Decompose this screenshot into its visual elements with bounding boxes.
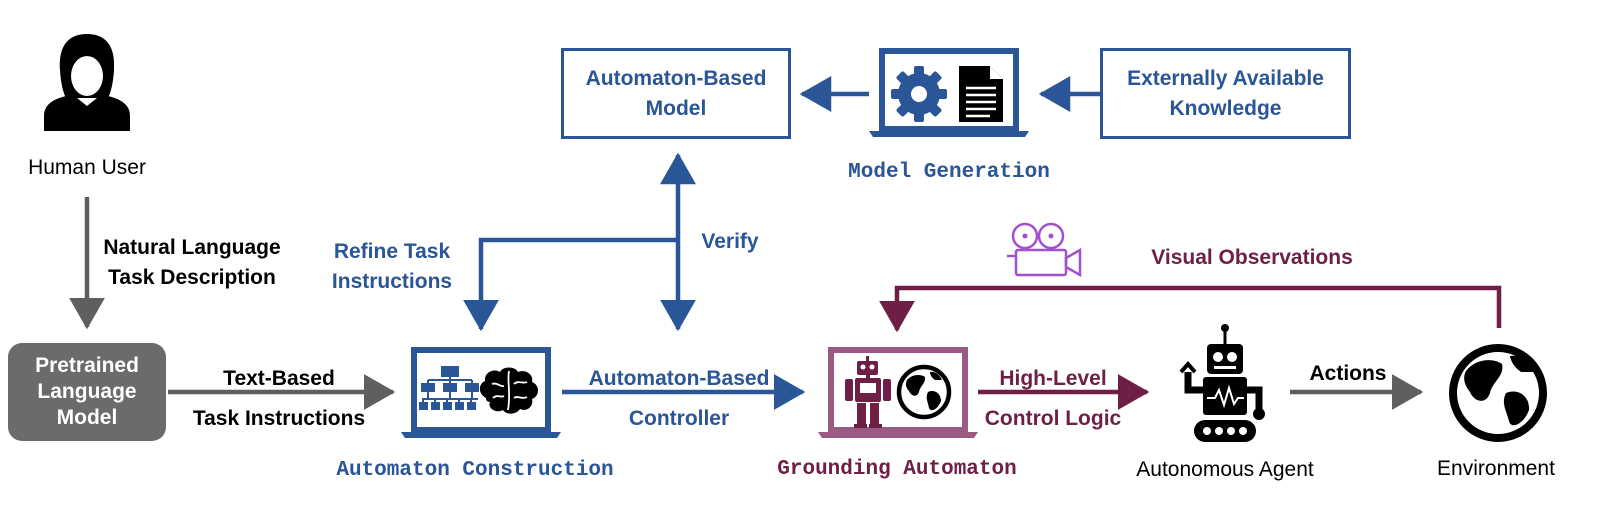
document-icon xyxy=(959,66,1003,122)
external-line-2: Knowledge xyxy=(1169,96,1282,120)
camera-icon xyxy=(1007,222,1082,278)
plm-line-3: Model xyxy=(56,406,118,429)
environment-label: Environment xyxy=(1437,457,1555,480)
text-based-line-1: Text-Based xyxy=(223,367,335,390)
globe-icon xyxy=(1449,344,1547,442)
visual-observations-label: Visual Observations xyxy=(1151,246,1353,269)
nl-task-label: Natural Language Task Description xyxy=(80,233,304,293)
grounding-automaton-laptop-icon xyxy=(818,347,978,438)
gear-icon xyxy=(891,66,947,122)
hierarchy-icon xyxy=(419,366,479,410)
model-line-2: Model xyxy=(645,96,707,120)
robot-icon xyxy=(1179,324,1265,442)
external-line-1: Externally Available xyxy=(1127,66,1324,90)
controller-line-1: Automaton-Based xyxy=(588,367,770,390)
refine-label: Refine Task Instructions xyxy=(318,237,466,297)
verify-label: Verify xyxy=(701,230,759,253)
automaton-construction-label: Automaton Construction xyxy=(336,459,614,482)
person-icon xyxy=(44,34,130,131)
text-based-line-2: Task Instructions xyxy=(192,407,366,430)
model-line-1: Automaton-Based xyxy=(585,66,767,90)
controller-line-2: Controller xyxy=(628,407,730,430)
model-generation-label: Model Generation xyxy=(848,161,1050,184)
grounding-automaton-label: Grounding Automaton xyxy=(777,458,1017,481)
plm-line-2: Language xyxy=(37,380,137,403)
text-based-label: Text-Based Task Instructions xyxy=(174,359,384,439)
actions-label: Actions xyxy=(1309,362,1387,385)
autonomous-agent-label: Autonomous Agent xyxy=(1136,458,1314,481)
high-level-line-2: Control Logic xyxy=(984,407,1122,430)
arrow-refine-instructions xyxy=(463,237,678,332)
nl-task-line-1: Natural Language xyxy=(103,236,281,259)
arrow-visual-observations xyxy=(879,285,1502,333)
high-level-label: High-Level Control Logic xyxy=(970,359,1136,439)
automaton-construction-laptop-icon xyxy=(401,347,561,438)
refine-line-2: Instructions xyxy=(331,270,453,293)
brain-icon xyxy=(479,367,538,414)
controller-label: Automaton-Based Controller xyxy=(570,359,788,439)
high-level-line-1: High-Level xyxy=(999,367,1107,390)
refine-line-1: Refine Task xyxy=(333,240,451,263)
human-user-label: Human User xyxy=(28,156,146,179)
external-knowledge-node: Externally Available Knowledge xyxy=(1100,48,1351,139)
globe-small-icon xyxy=(896,364,952,420)
model-generation-laptop-icon xyxy=(869,48,1029,137)
plm-line-1: Pretrained xyxy=(35,354,139,377)
nl-task-line-2: Task Description xyxy=(108,266,276,289)
pretrained-language-model-node: Pretrained Language Model xyxy=(8,343,166,441)
automaton-based-model-node: Automaton-Based Model xyxy=(561,48,791,139)
